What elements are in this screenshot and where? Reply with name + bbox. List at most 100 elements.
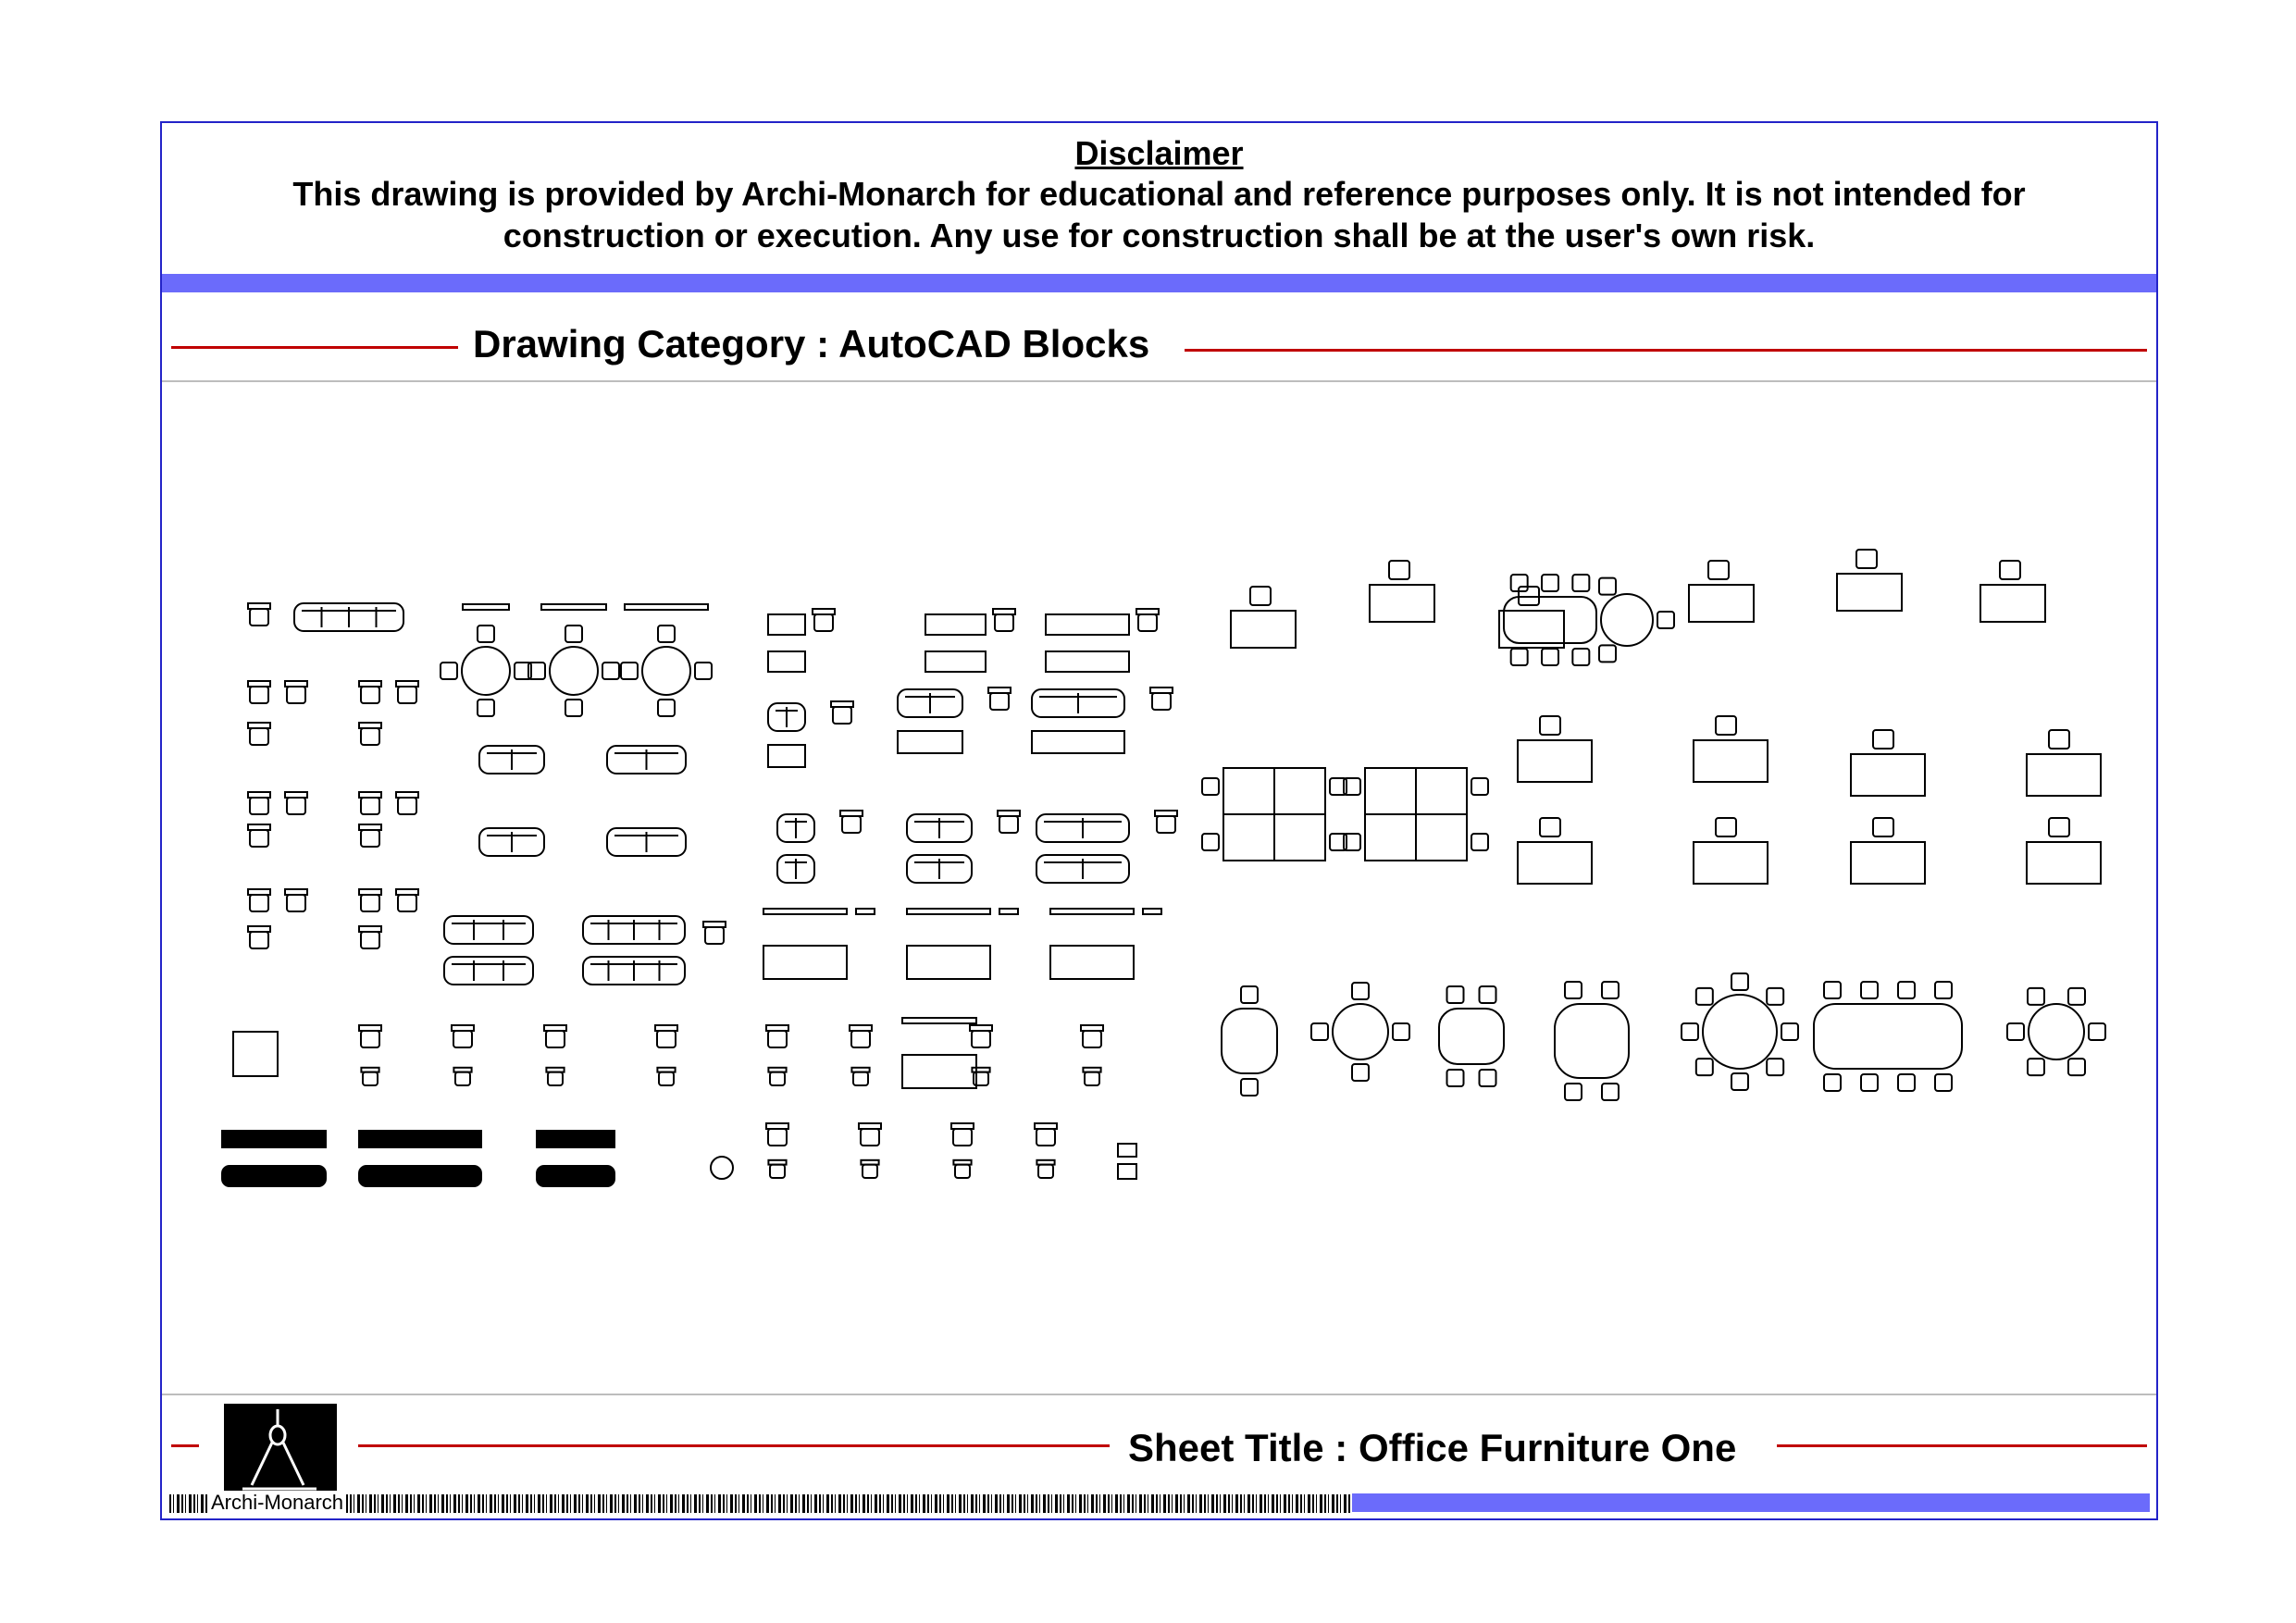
round-table-block [1681,973,1799,1091]
chair-block [1080,1024,1104,1048]
workstation-block [1850,817,1926,885]
workstation-cluster-block [1343,767,1489,861]
footer-band [1352,1493,2150,1512]
sofa-block [478,827,545,857]
chair-block [765,1122,789,1146]
workstation-block [1230,586,1297,649]
table-block [906,908,991,915]
table-block [901,1054,977,1089]
workstation-block [1850,729,1926,797]
conference-table-block [1554,981,1630,1101]
workstation-block [1517,715,1593,783]
round-table-block [2006,986,2106,1077]
chair-block [395,791,419,815]
chair-block [358,680,382,704]
chair-block [284,888,308,912]
chair-block [453,1066,473,1086]
chair-block [247,888,271,912]
sofa-block [776,854,815,884]
chair-block [656,1066,676,1086]
sofa-block [606,745,687,774]
header-divider [162,380,2156,382]
sofa-block [767,702,806,732]
chair-block [1149,687,1173,711]
chair-block [702,921,726,945]
chair-block [247,791,271,815]
chair-block [284,680,308,704]
workstation-block [1693,715,1769,783]
chair-block [358,1024,382,1048]
table-block [1117,1143,1137,1158]
table-block [925,613,987,636]
chair-block [1154,810,1178,834]
chair-block [952,1158,973,1179]
table-block [1142,908,1162,915]
chair-block [950,1122,974,1146]
drawing-category: Drawing Category : AutoCAD Blocks [473,322,1150,365]
table-block [1117,1163,1137,1180]
sofa-block [906,813,973,843]
table-block [1049,945,1135,980]
table-block [906,945,991,980]
chair-block [247,925,271,949]
chair-block [1136,608,1160,632]
table-block [767,744,806,768]
workstation-block [1980,560,2046,623]
sofa-block [443,956,534,985]
table-block [1049,908,1135,915]
chair-block [997,810,1021,834]
sofa-block [1036,813,1130,843]
workstation-block [1517,817,1593,885]
category-rule-left [171,346,458,349]
round-table-block [1310,982,1410,1082]
chair-block [860,1158,880,1179]
table-block [232,1031,279,1077]
chair-block [849,1024,873,1048]
title-rule-right [1777,1444,2147,1447]
sofa-block [897,688,963,718]
table-block [901,1017,977,1024]
sofa-block [582,915,686,945]
chair-block [830,700,854,725]
chair-block [358,925,382,949]
chair-block [247,602,271,626]
table-block [767,613,806,636]
bench-seating-block [221,1130,327,1187]
chair-block [812,608,836,632]
chair-block [358,722,382,746]
table-block [925,650,987,673]
chair-block [765,1024,789,1048]
table-block [462,603,510,611]
chair-block [358,888,382,912]
title-rule-mid [358,1444,1110,1447]
table-block [763,945,848,980]
chair-block [850,1066,871,1086]
conference-table-block [1503,574,1597,666]
workstation-cluster-block [1201,767,1347,861]
sheet-title: Sheet Title : Office Furniture One [1128,1426,1737,1469]
chair-block [767,1158,788,1179]
drawing-frame: Disclaimer This drawing is provided by A… [160,121,2158,1520]
table-block [1045,613,1130,636]
brand-label: Archi-Monarch [208,1491,347,1515]
bench-seating-block [536,1130,615,1187]
chair-block [247,824,271,848]
round-table-block [527,625,620,717]
chair-block [1082,1066,1102,1086]
chair-block [543,1024,567,1048]
chair-block [395,680,419,704]
conference-table-block [1438,985,1505,1087]
workstation-block [1688,560,1755,623]
conference-table-block [1813,981,1963,1092]
table-block [540,603,607,611]
bench-seating-block [358,1130,482,1187]
round-table-block [440,625,532,717]
sofa-block [606,827,687,857]
conference-table-block [1221,985,1278,1096]
workstation-block [1369,560,1435,623]
sofa-block [443,915,534,945]
table-block [855,908,875,915]
disclaimer-band [162,274,2156,292]
round-table-block [710,1156,734,1180]
chair-block [992,608,1016,632]
